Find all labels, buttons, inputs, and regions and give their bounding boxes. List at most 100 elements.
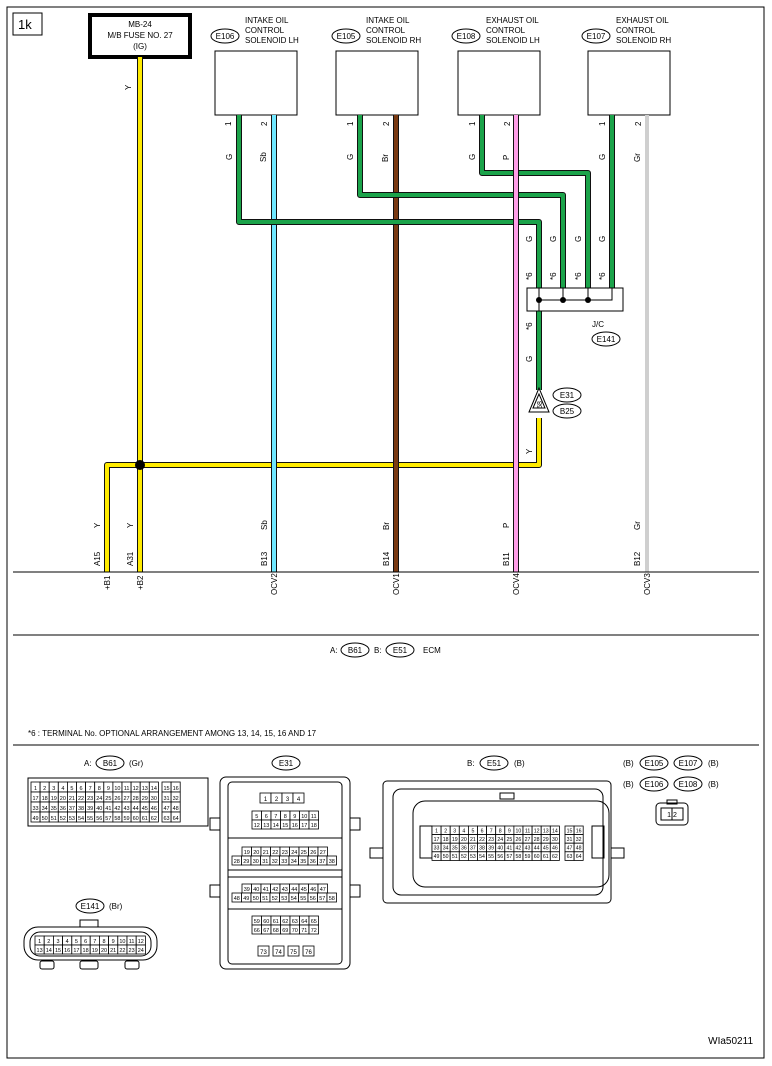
pin-number: 8 bbox=[284, 814, 287, 820]
pin-number: 1 bbox=[264, 797, 268, 803]
pin-number: 16 bbox=[292, 823, 298, 829]
svg-text:P: P bbox=[502, 523, 511, 528]
pin-cell bbox=[302, 945, 315, 957]
pin-number: 8 bbox=[102, 939, 105, 945]
pin-number: 44 bbox=[133, 806, 139, 812]
pin-number: 35 bbox=[452, 846, 458, 852]
pin-number: 44 bbox=[534, 846, 540, 852]
pin-number: 10 bbox=[114, 786, 120, 792]
e31-body bbox=[209, 776, 361, 970]
svg-text:*6: *6 bbox=[525, 272, 534, 280]
pin-number: 10 bbox=[119, 939, 125, 945]
pin-number: 63 bbox=[163, 816, 169, 822]
pin-number: 13 bbox=[543, 828, 549, 834]
pin-number: 8 bbox=[499, 828, 502, 834]
pin-number: 45 bbox=[543, 846, 549, 852]
pin-number: 9 bbox=[107, 786, 110, 792]
pin-number: 11 bbox=[525, 828, 530, 834]
svg-text:G: G bbox=[468, 154, 477, 160]
pin-number: 10 bbox=[516, 828, 522, 834]
svg-text:OCV1: OCV1 bbox=[392, 573, 401, 595]
pin-number: 36 bbox=[461, 846, 467, 852]
pin-number: 11 bbox=[311, 814, 317, 820]
pin-number: 13 bbox=[263, 823, 269, 829]
pin-number: 17 bbox=[434, 837, 440, 843]
pin-number: 74 bbox=[275, 950, 282, 956]
pin-number: 62 bbox=[151, 816, 157, 822]
svg-text:G: G bbox=[549, 236, 558, 242]
pin-number: 62 bbox=[282, 919, 288, 925]
pin-number: 75 bbox=[290, 950, 297, 956]
pin-number: 7 bbox=[89, 786, 92, 792]
pin-number: 22 bbox=[272, 850, 278, 856]
fuse-line3: (IG) bbox=[133, 42, 147, 51]
pin-number: 69 bbox=[282, 928, 288, 934]
pin-number: 59 bbox=[254, 919, 260, 925]
pin-number: 52 bbox=[60, 816, 66, 822]
svg-text:1: 1 bbox=[468, 121, 477, 126]
pin-number: 5 bbox=[75, 939, 78, 945]
svg-text:E108: E108 bbox=[457, 32, 476, 41]
pin-number: 17 bbox=[301, 823, 307, 829]
pin-number: 25 bbox=[105, 796, 111, 802]
pin-number: 15 bbox=[567, 828, 573, 834]
pin-number: 57 bbox=[105, 816, 111, 822]
pin-number: 18 bbox=[83, 948, 89, 954]
pin-number: 24 bbox=[138, 948, 144, 954]
pin-number: 18 bbox=[42, 796, 48, 802]
svg-text:Y: Y bbox=[525, 448, 534, 454]
pin-number: 33 bbox=[281, 859, 287, 865]
b61-color: (Gr) bbox=[129, 759, 144, 768]
b61-code: B61 bbox=[103, 759, 118, 768]
pin-number: 53 bbox=[470, 854, 476, 860]
pin-number: 17 bbox=[73, 948, 79, 954]
wire-labels: Y G Sb G Br G P G Gr 1 2 1 2 1 2 1 2 G G… bbox=[124, 84, 643, 454]
svg-text:SOLENOID LH: SOLENOID LH bbox=[486, 36, 540, 45]
pin-number: 42 bbox=[272, 887, 278, 893]
fuse-box bbox=[88, 13, 192, 59]
svg-text:CONTROL: CONTROL bbox=[245, 26, 285, 35]
pin-number: 42 bbox=[516, 846, 522, 852]
pin-number: 73 bbox=[260, 950, 267, 956]
small-code-e107: E107 bbox=[679, 759, 698, 768]
pin-number: 54 bbox=[291, 896, 297, 902]
pin-number: 15 bbox=[282, 823, 288, 829]
pin-number: 19 bbox=[92, 948, 98, 954]
fuse-line1: MB-24 bbox=[128, 20, 152, 29]
pin-number: 31 bbox=[567, 837, 573, 843]
pin-number: 16 bbox=[576, 828, 582, 834]
small-pins: 1 2 bbox=[667, 812, 677, 819]
pin-number: 22 bbox=[479, 837, 485, 843]
svg-text:E106: E106 bbox=[216, 32, 235, 41]
pin-number: 62 bbox=[552, 854, 558, 860]
pin-number: 76 bbox=[305, 950, 312, 956]
pin-number: 39 bbox=[244, 887, 250, 893]
svg-text:Y: Y bbox=[124, 84, 133, 90]
pin-number: 24 bbox=[291, 850, 297, 856]
svg-text:G: G bbox=[598, 236, 607, 242]
pin-number: 12 bbox=[133, 786, 139, 792]
pin-number: 36 bbox=[60, 806, 66, 812]
pin-number: 64 bbox=[173, 816, 179, 822]
pin-number: 5 bbox=[255, 814, 258, 820]
connector-top-code: E31 bbox=[560, 391, 575, 400]
pin-number: 12 bbox=[534, 828, 540, 834]
e141-color: (Br) bbox=[109, 902, 123, 911]
svg-text:+B2: +B2 bbox=[136, 575, 145, 590]
pin-number: 9 bbox=[112, 939, 115, 945]
pin-number: 49 bbox=[32, 816, 38, 822]
pin-number: 25 bbox=[506, 837, 512, 843]
solenoid-e105: E105 INTAKE OIL CONTROL SOLENOID RH bbox=[331, 16, 421, 116]
pin-cell bbox=[257, 945, 270, 957]
pin-number: 61 bbox=[273, 919, 279, 925]
pin-number: 51 bbox=[262, 896, 268, 902]
svg-text:*6: *6 bbox=[525, 322, 534, 330]
svg-text:Y: Y bbox=[93, 522, 102, 528]
pin-number: 63 bbox=[292, 919, 298, 925]
svg-text:2: 2 bbox=[382, 121, 391, 126]
pin-cell bbox=[148, 811, 159, 823]
svg-text:G: G bbox=[598, 154, 607, 160]
svg-text:OCV3: OCV3 bbox=[643, 573, 652, 595]
pin-number: 30 bbox=[151, 796, 157, 802]
